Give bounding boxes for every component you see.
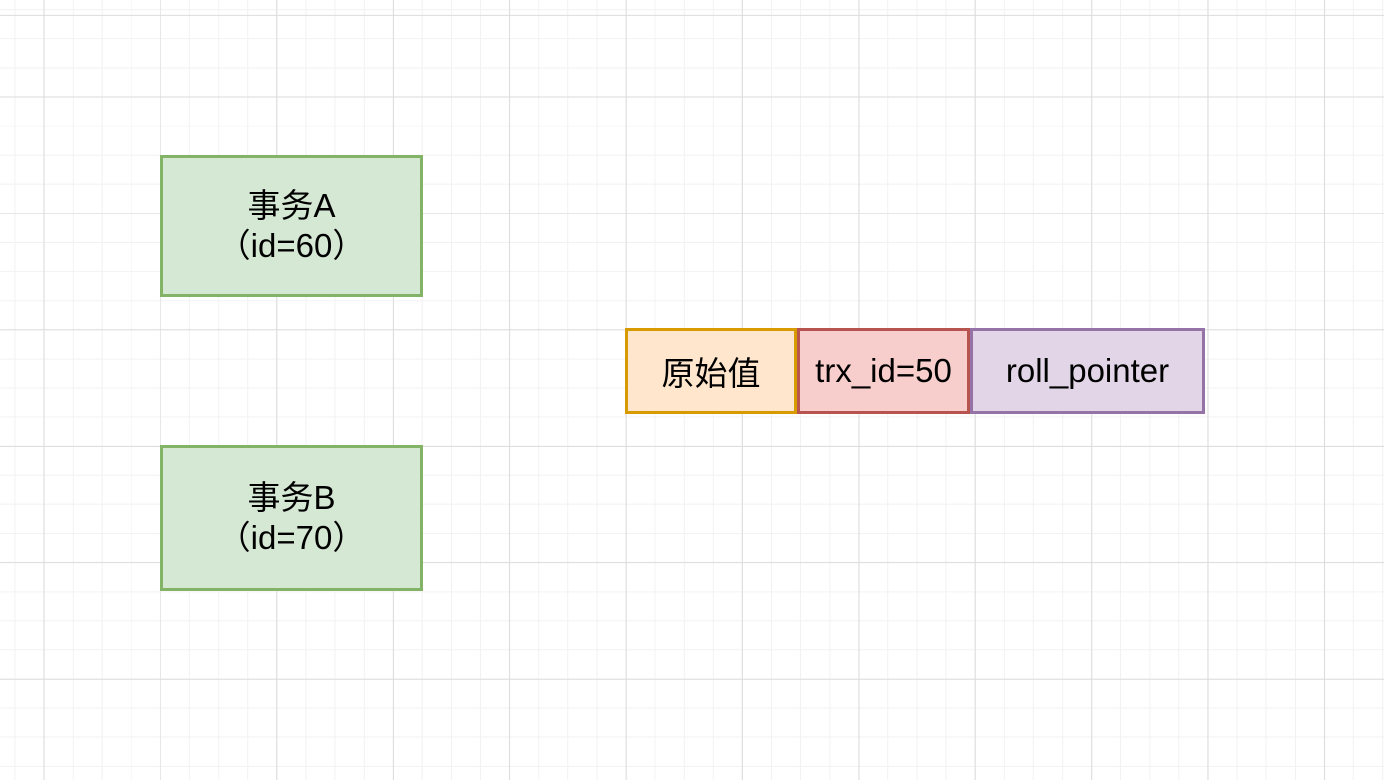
transaction-a-title: 事务A xyxy=(247,187,336,224)
record-cell-trx-id-label: trx_id=50 xyxy=(815,352,952,389)
record-cell-roll-pointer[interactable]: roll_pointer xyxy=(970,328,1205,414)
record-cell-original-value[interactable]: 原始值 xyxy=(625,328,797,414)
node-transaction-b[interactable]: 事务B （id=70） xyxy=(160,445,423,591)
record-cell-original-value-label: 原始值 xyxy=(661,355,761,392)
transaction-b-title: 事务B xyxy=(247,479,336,516)
record-cell-trx-id[interactable]: trx_id=50 xyxy=(797,328,970,414)
record-cell-roll-pointer-label: roll_pointer xyxy=(1005,352,1170,389)
node-transaction-a[interactable]: 事务A （id=60） xyxy=(160,155,423,297)
transaction-a-id: （id=60） xyxy=(217,227,366,264)
record-row: 原始值 trx_id=50 roll_pointer xyxy=(625,328,1205,414)
transaction-b-id: （id=70） xyxy=(217,519,366,556)
